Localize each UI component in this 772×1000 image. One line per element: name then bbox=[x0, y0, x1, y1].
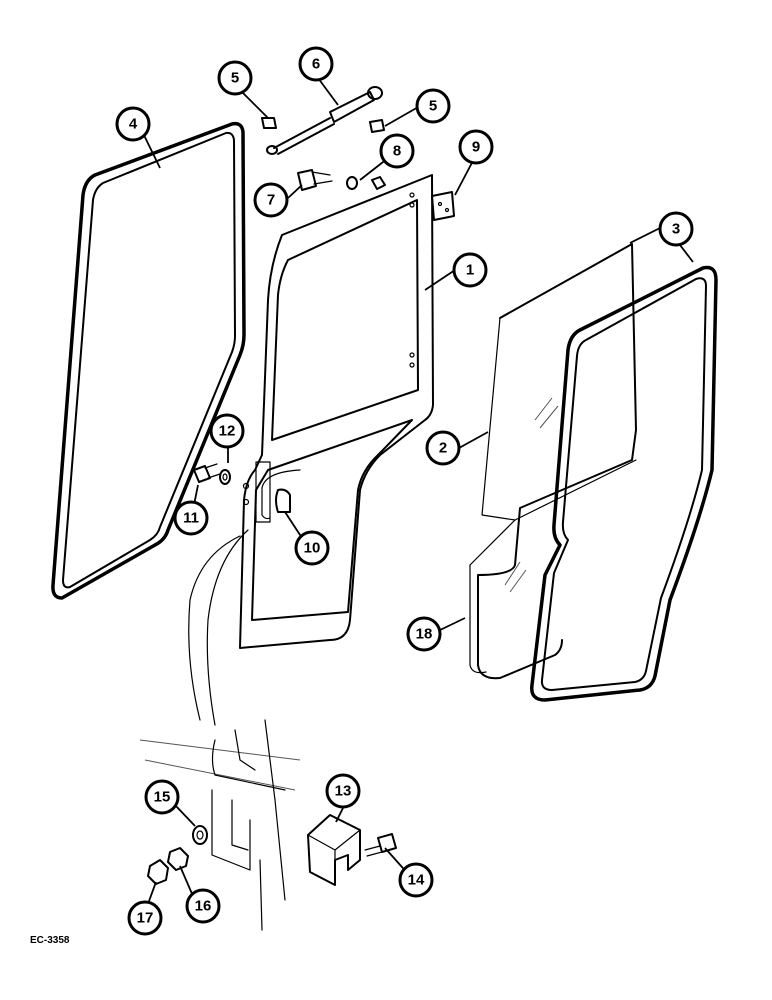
callout-3-label: 3 bbox=[672, 221, 680, 238]
door-glass bbox=[469, 243, 637, 680]
callout-7: 7 bbox=[253, 182, 289, 218]
callout-17-label: 17 bbox=[137, 910, 154, 927]
callout-11-label: 11 bbox=[183, 510, 199, 527]
callout-5a-label: 5 bbox=[231, 70, 239, 87]
callout-2: 2 bbox=[425, 430, 461, 466]
callout-12-label: 12 bbox=[219, 423, 236, 440]
callout-14-label: 14 bbox=[408, 872, 425, 889]
callout-4-label: 4 bbox=[129, 116, 138, 133]
callout-12: 12 bbox=[209, 413, 245, 449]
figure-code: EC-3358 bbox=[30, 935, 70, 946]
door-catch bbox=[275, 488, 291, 513]
hinge-assembly bbox=[147, 814, 397, 886]
callout-16-label: 16 bbox=[195, 898, 212, 915]
callout-5b: 5 bbox=[415, 88, 451, 124]
callout-13: 13 bbox=[325, 773, 361, 809]
cab-post bbox=[139, 529, 301, 931]
callout-7-label: 7 bbox=[267, 192, 275, 209]
callout-18-label: 18 bbox=[416, 626, 433, 643]
door-seal-right bbox=[530, 265, 718, 702]
callout-9: 9 bbox=[458, 129, 494, 165]
bolt-and-washer bbox=[193, 463, 231, 485]
callout-5a: 5 bbox=[217, 60, 253, 96]
callout-10-label: 10 bbox=[304, 540, 321, 557]
callout-4: 4 bbox=[115, 106, 151, 142]
door-frame bbox=[239, 174, 434, 649]
door-seal-left bbox=[51, 121, 246, 600]
callout-14: 14 bbox=[398, 862, 434, 898]
callout-15: 15 bbox=[144, 779, 180, 815]
callout-9-label: 9 bbox=[472, 139, 480, 156]
callout-1: 1 bbox=[452, 252, 488, 288]
callout-8-label: 8 bbox=[393, 143, 401, 160]
callout-17: 17 bbox=[127, 900, 163, 936]
callout-5b-label: 5 bbox=[429, 98, 437, 115]
callout-1-label: 1 bbox=[466, 262, 474, 279]
callout-6-label: 6 bbox=[312, 56, 320, 73]
gas-strut-assembly bbox=[261, 86, 455, 221]
callout-18: 18 bbox=[406, 616, 442, 652]
callout-8: 8 bbox=[379, 133, 415, 169]
callout-16: 16 bbox=[185, 888, 221, 924]
callout-6: 6 bbox=[298, 46, 334, 82]
callout-3: 3 bbox=[658, 211, 694, 247]
callout-11: 11 bbox=[173, 500, 209, 536]
callout-15-label: 15 bbox=[154, 789, 171, 806]
callout-10: 10 bbox=[294, 530, 330, 566]
callout-2-label: 2 bbox=[439, 440, 447, 457]
callout-13-label: 13 bbox=[335, 783, 352, 800]
